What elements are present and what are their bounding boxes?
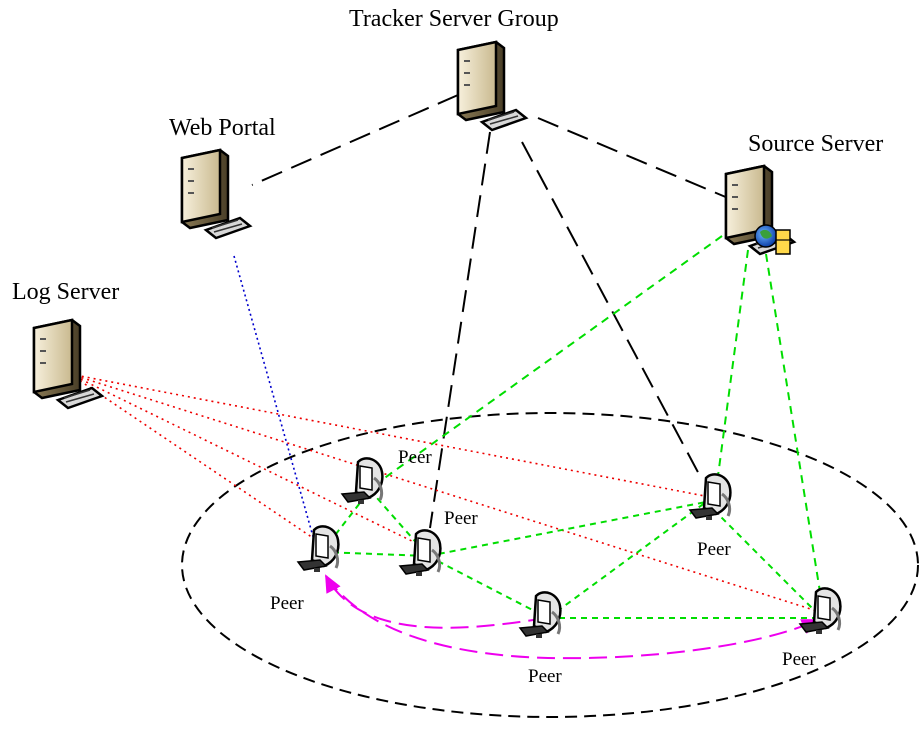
source-links bbox=[371, 235, 821, 593]
peer-computer-icon bbox=[798, 586, 842, 636]
peer-computer-icon bbox=[518, 590, 562, 640]
transfer-links bbox=[325, 574, 820, 660]
peer-label: Peer bbox=[270, 593, 304, 614]
peer-label: Peer bbox=[444, 508, 478, 529]
source-server-label: Source Server bbox=[748, 131, 884, 157]
peer-label: Peer bbox=[528, 666, 562, 687]
peer-network-ellipse bbox=[181, 412, 919, 718]
web-portal-link bbox=[233, 255, 315, 541]
tracker-server-label: Tracker Server Group bbox=[349, 6, 559, 32]
web-portal-label: Web Portal bbox=[169, 115, 276, 141]
web-portal-server-icon bbox=[180, 148, 252, 240]
tracker-server-icon bbox=[456, 40, 528, 132]
peer-computer-icon bbox=[296, 524, 340, 574]
log-server-label: Log Server bbox=[12, 279, 120, 305]
peer-label: Peer bbox=[697, 539, 731, 560]
peer-computer-icon bbox=[340, 456, 384, 506]
log-server-icon bbox=[32, 318, 104, 410]
peer-computer-icon bbox=[398, 528, 442, 578]
log-links bbox=[69, 373, 821, 613]
tracker-links bbox=[251, 94, 729, 529]
peer-computer-icon bbox=[688, 472, 732, 522]
peer-label: Peer bbox=[782, 649, 816, 670]
source-server-icon bbox=[724, 164, 796, 256]
peer-links bbox=[321, 489, 823, 619]
peer-label: Peer bbox=[398, 447, 432, 468]
